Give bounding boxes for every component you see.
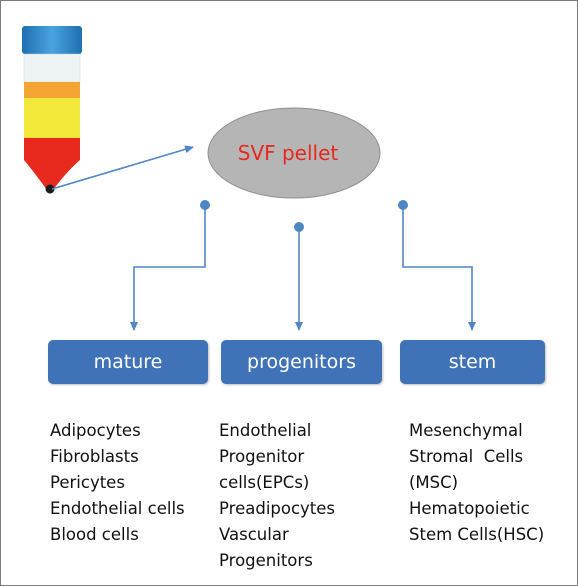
list-item: Vascular xyxy=(219,525,289,544)
list-item: Stem Cells(HSC) xyxy=(409,525,545,544)
tube-red-layer xyxy=(24,138,80,194)
list-item: (MSC) xyxy=(409,473,459,492)
progenitors-cell-list: Endothelial Progenitor cells(EPCs) Pread… xyxy=(219,418,335,574)
category-mature-box: mature xyxy=(48,340,208,384)
category-mature-label: mature xyxy=(93,351,163,373)
list-item: Hematopoietic xyxy=(409,499,530,518)
pellet-dot xyxy=(45,184,55,194)
tube-clear-layer xyxy=(23,53,81,83)
svf-pellet-ellipse xyxy=(207,107,381,199)
list-item: Blood cells xyxy=(50,525,139,544)
list-item: Fibroblasts xyxy=(50,447,139,466)
tube-orange-layer xyxy=(24,82,80,98)
list-item: Preadipocytes xyxy=(219,499,336,518)
connector-mature xyxy=(130,200,210,331)
list-item: Endothelial cells xyxy=(50,499,185,518)
list-item: Mesenchymal xyxy=(409,421,523,440)
centrifuge-tube-icon xyxy=(22,26,82,194)
list-item: Stromal Cells xyxy=(409,447,524,466)
list-item: cells(EPCs) xyxy=(219,473,310,492)
list-item: Adipocytes xyxy=(50,421,141,440)
list-item: Progenitors xyxy=(219,551,313,570)
connector-progenitors xyxy=(294,222,304,331)
svf-pellet-label: SVF pellet xyxy=(237,141,339,165)
tube-cap xyxy=(22,26,82,54)
category-progenitors-label: progenitors xyxy=(247,351,356,373)
tube-yellow-layer xyxy=(24,98,80,138)
mature-cell-list: Adipocytes Fibroblasts Pericytes Endothe… xyxy=(50,418,185,548)
stem-cell-list: Mesenchymal Stromal Cells (MSC) Hematopo… xyxy=(409,418,544,548)
list-item: Progenitor xyxy=(219,447,305,466)
category-progenitors-box: progenitors xyxy=(221,340,382,384)
list-item: Endothelial xyxy=(219,421,312,440)
connector-stem xyxy=(398,200,476,331)
category-stem-box: stem xyxy=(400,340,545,384)
category-stem-label: stem xyxy=(448,351,497,373)
list-item: Pericytes xyxy=(50,473,125,492)
tube-to-pellet-arrow xyxy=(51,145,194,190)
